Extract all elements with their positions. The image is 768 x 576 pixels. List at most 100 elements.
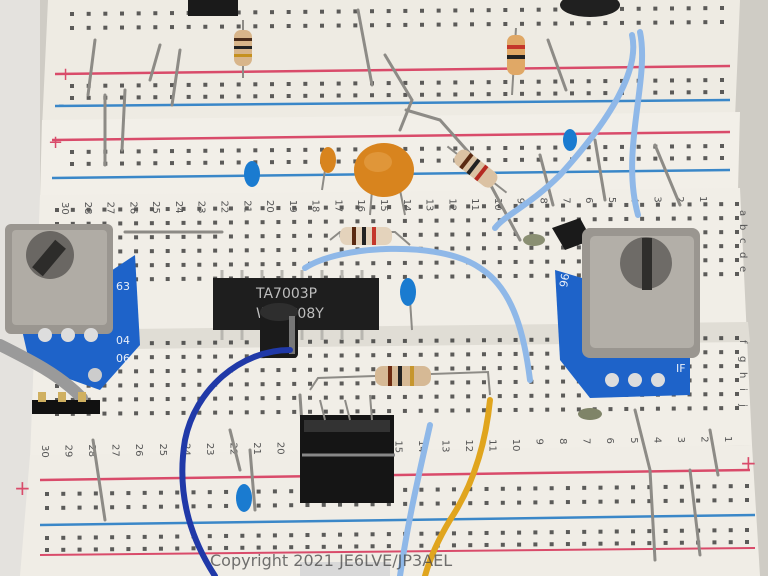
breadboard-hole bbox=[213, 220, 218, 225]
column-number: 3 bbox=[651, 196, 662, 202]
breadboard-hole bbox=[403, 80, 408, 85]
breadboard-hole bbox=[320, 23, 324, 28]
breadboard-hole bbox=[419, 501, 424, 506]
breadboard-hole bbox=[679, 528, 684, 533]
breadboard-hole bbox=[371, 395, 376, 400]
breadboard-hole bbox=[592, 217, 597, 222]
breadboard-hole bbox=[371, 205, 376, 210]
breadboard-hole bbox=[553, 7, 558, 12]
breadboard-hole bbox=[434, 274, 439, 279]
breadboard-hole bbox=[520, 21, 524, 26]
breadboard-hole bbox=[224, 503, 229, 508]
breadboard-hole bbox=[703, 20, 708, 25]
breadboard-hole bbox=[631, 485, 636, 490]
breadboard-hole bbox=[77, 535, 82, 540]
breadboard-hole bbox=[292, 247, 297, 252]
breadboard-hole bbox=[336, 93, 341, 98]
breadboard-hole bbox=[549, 530, 554, 535]
breadboard-hole bbox=[236, 10, 241, 15]
breadboard-hole bbox=[292, 367, 297, 372]
breadboard-hole bbox=[355, 339, 360, 344]
breadboard-hole bbox=[165, 221, 170, 226]
breadboard-hole bbox=[745, 528, 749, 532]
breadboard-hole bbox=[303, 93, 308, 98]
breadboard-hole bbox=[213, 368, 218, 373]
breadboard-hole bbox=[636, 144, 641, 149]
breadboard-hole bbox=[370, 544, 375, 549]
resistor-lower bbox=[309, 366, 491, 396]
breadboard-hole bbox=[453, 80, 458, 85]
breadboard-hole bbox=[142, 490, 147, 495]
breadboard-hole bbox=[402, 218, 407, 223]
breadboard-hole bbox=[565, 542, 570, 547]
breadboard-hole bbox=[598, 485, 603, 490]
breadboard-hole bbox=[670, 6, 674, 11]
breadboard-hole bbox=[735, 230, 739, 234]
breadboard-hole bbox=[120, 95, 124, 100]
breadboard-hole bbox=[153, 149, 158, 154]
column-number: 8 bbox=[538, 198, 549, 204]
breadboard-hole bbox=[270, 10, 274, 15]
breadboard-hole bbox=[339, 367, 344, 372]
breadboard-hole bbox=[419, 543, 424, 548]
breadboard-hole bbox=[703, 378, 708, 383]
breadboard-hole bbox=[387, 339, 392, 344]
breadboard-hole bbox=[529, 337, 534, 342]
column-number: 20 bbox=[275, 442, 286, 455]
breadboard-hole bbox=[703, 90, 708, 95]
breadboard-hole bbox=[323, 219, 328, 224]
column-number: 13 bbox=[439, 440, 450, 453]
breadboard-hole bbox=[175, 504, 180, 509]
breadboard-hole bbox=[500, 530, 505, 535]
column-number: 2 bbox=[698, 436, 709, 442]
breadboard-hole bbox=[292, 261, 297, 266]
breadboard-hole bbox=[323, 205, 328, 210]
breadboard-hole bbox=[434, 352, 439, 357]
breadboard-hole bbox=[153, 11, 158, 16]
breadboard-hole bbox=[256, 489, 261, 494]
breadboard-hole bbox=[486, 146, 491, 151]
breadboard-hole bbox=[323, 233, 328, 238]
breadboard-hole bbox=[419, 531, 424, 536]
breadboard-hole bbox=[170, 161, 174, 166]
orange-wire bbox=[422, 397, 493, 576]
breadboard-hole bbox=[228, 262, 233, 267]
breadboard-hole bbox=[403, 146, 408, 151]
breadboard-hole bbox=[436, 8, 441, 13]
bottom-switch bbox=[300, 562, 390, 576]
breadboard-hole bbox=[70, 84, 74, 88]
breadboard-hole bbox=[118, 221, 123, 226]
breadboard-hole bbox=[598, 499, 603, 504]
breadboard-hole bbox=[529, 245, 534, 250]
breadboard-hole bbox=[436, 80, 441, 85]
breadboard-hole bbox=[371, 261, 376, 266]
breadboard-hole bbox=[620, 6, 624, 11]
breadboard-hole bbox=[308, 395, 313, 400]
breadboard-hole bbox=[339, 339, 344, 344]
breadboard-hole bbox=[513, 365, 518, 370]
breadboard-hole bbox=[745, 540, 749, 544]
breadboard-hole bbox=[481, 274, 486, 279]
breadboard-hole bbox=[260, 220, 265, 225]
breadboard-hole bbox=[305, 503, 310, 508]
breadboard-hole bbox=[545, 365, 550, 370]
breadboard-hole bbox=[735, 392, 739, 396]
breadboard-hole bbox=[513, 273, 518, 278]
breadboard-hole bbox=[228, 410, 233, 415]
breadboard-hole bbox=[720, 90, 724, 94]
breadboard-hole bbox=[207, 546, 212, 551]
breadboard-hole bbox=[86, 161, 91, 166]
breadboard-hole bbox=[86, 11, 91, 16]
breadboard-hole bbox=[570, 21, 574, 26]
breadboard-hole bbox=[158, 504, 163, 509]
column-number: 27 bbox=[110, 444, 121, 457]
breadboard-hole bbox=[213, 206, 218, 211]
breadboard-hole bbox=[103, 11, 108, 16]
breadboard-hole bbox=[620, 144, 624, 149]
breadboard-hole bbox=[670, 78, 674, 83]
column-number: 10 bbox=[510, 439, 521, 452]
dark-blue-wire bbox=[179, 347, 293, 576]
breadboard-hole bbox=[197, 410, 202, 415]
breadboard-hole bbox=[608, 407, 613, 412]
breadboard-hole bbox=[134, 355, 139, 360]
